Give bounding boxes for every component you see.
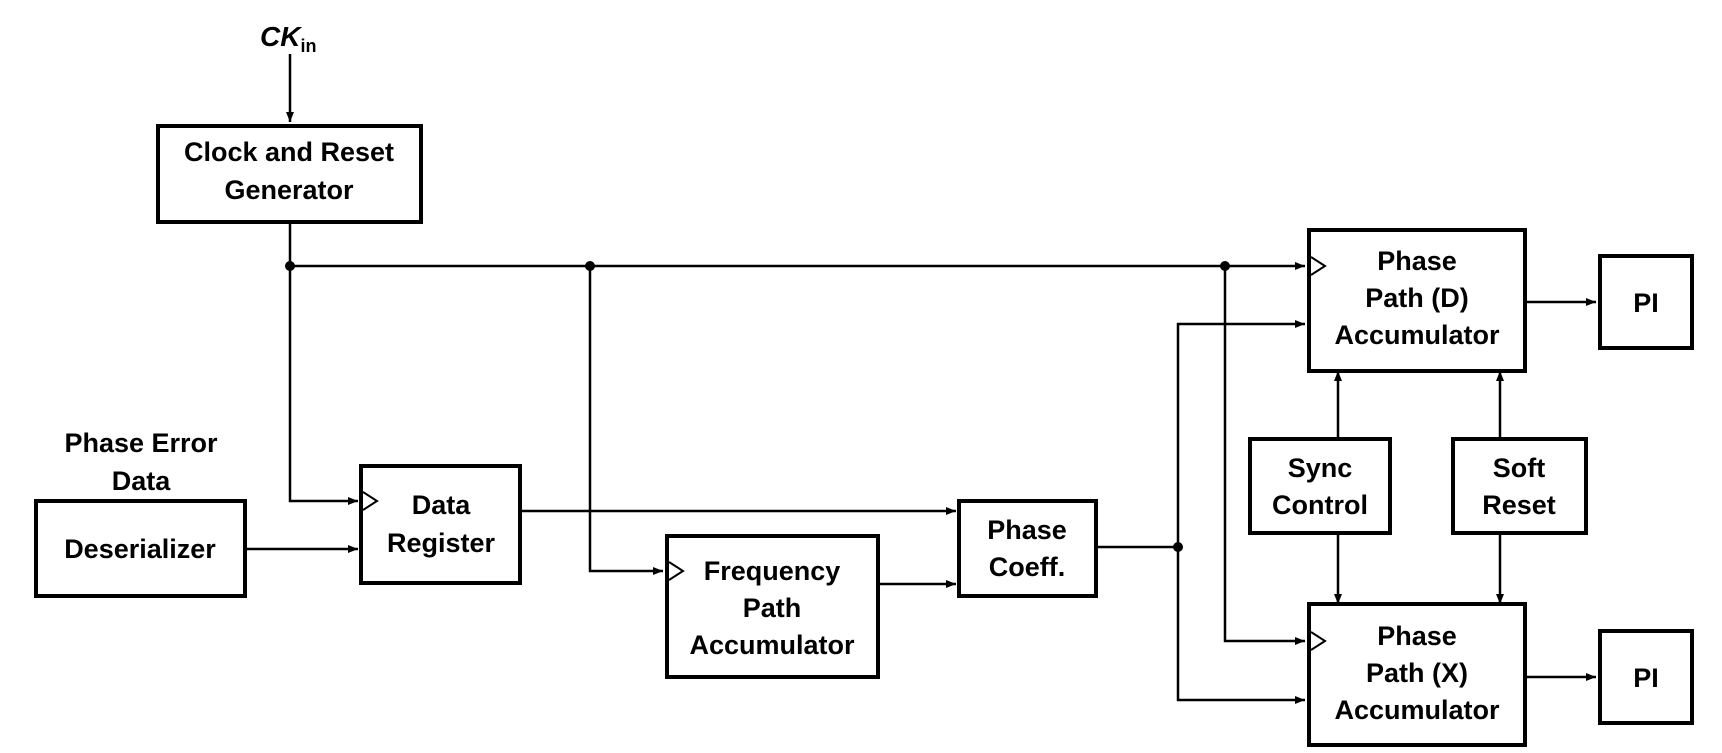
soft-reset-line2: Reset bbox=[1482, 490, 1556, 520]
phase-path-x-line1: Phase bbox=[1377, 621, 1457, 651]
junction-dot bbox=[1173, 542, 1183, 552]
clock-input-triangle bbox=[1310, 631, 1327, 651]
pi-bottom-label: PI bbox=[1633, 663, 1659, 693]
pi-top-block: PI bbox=[1598, 254, 1694, 350]
data-register-block: Data Register bbox=[359, 464, 522, 585]
junction-dot bbox=[285, 261, 295, 271]
pi-bottom-block: PI bbox=[1598, 629, 1694, 725]
phase-path-d-accumulator-block: Phase Path (D) Accumulator bbox=[1307, 228, 1527, 373]
clock-input-label: CKin bbox=[260, 21, 316, 56]
phase-coeff-line2: Coeff. bbox=[989, 552, 1066, 582]
phase-path-d-line2: Path (D) bbox=[1365, 283, 1469, 313]
junction-dot bbox=[585, 261, 595, 271]
deserializer-block: Deserializer bbox=[34, 499, 247, 598]
frequency-path-accumulator-block: Frequency Path Accumulator bbox=[665, 534, 880, 679]
clock-input-triangle bbox=[668, 561, 685, 581]
deserializer-label: Deserializer bbox=[64, 534, 216, 564]
frequency-path-line2: Path bbox=[743, 593, 802, 623]
sync-control-block: Sync Control bbox=[1248, 437, 1392, 535]
phase-coeff-line1: Phase bbox=[987, 515, 1067, 545]
phase-path-d-line1: Phase bbox=[1377, 246, 1457, 276]
pi-top-label: PI bbox=[1633, 288, 1659, 318]
wire-clock-bus bbox=[288, 222, 1305, 270]
frequency-path-line1: Frequency bbox=[704, 556, 841, 586]
sync-control-line2: Control bbox=[1272, 490, 1368, 520]
soft-reset-block: Soft Reset bbox=[1451, 437, 1588, 535]
junction-dot bbox=[1220, 261, 1230, 271]
phase-error-data-line2: Data bbox=[112, 466, 172, 496]
wire-clock-to-frequency-path bbox=[588, 266, 663, 575]
wire-phase-coeff-to-phase-path-d bbox=[1176, 320, 1305, 547]
phase-path-x-accumulator-block: Phase Path (X) Accumulator bbox=[1307, 602, 1527, 747]
wire-clock-to-phase-path-x bbox=[1223, 266, 1305, 645]
data-register-line2: Register bbox=[387, 528, 496, 558]
phase-error-data-line1: Phase Error bbox=[64, 428, 218, 458]
wire-phase-coeff-to-phase-path-x bbox=[1176, 547, 1305, 704]
wire-clock-to-data-register bbox=[288, 266, 358, 505]
clock-input-triangle bbox=[1310, 256, 1327, 276]
sync-control-line1: Sync bbox=[1288, 453, 1353, 483]
data-register-line1: Data bbox=[412, 490, 472, 520]
clock-input-triangle bbox=[362, 491, 379, 511]
phase-path-x-line3: Accumulator bbox=[1334, 695, 1500, 725]
soft-reset-line1: Soft bbox=[1493, 453, 1545, 483]
clock-reset-generator-line1: Clock and Reset bbox=[184, 137, 394, 167]
phase-path-d-line3: Accumulator bbox=[1334, 320, 1500, 350]
phase-coeff-block: Phase Coeff. bbox=[957, 499, 1098, 598]
junction-dots bbox=[285, 261, 1230, 552]
clock-reset-generator-block: Clock and Reset Generator bbox=[156, 124, 423, 224]
frequency-path-line3: Accumulator bbox=[689, 630, 855, 660]
phase-path-x-line2: Path (X) bbox=[1366, 658, 1468, 688]
wires bbox=[245, 54, 1596, 704]
clock-reset-generator-line2: Generator bbox=[224, 175, 354, 205]
